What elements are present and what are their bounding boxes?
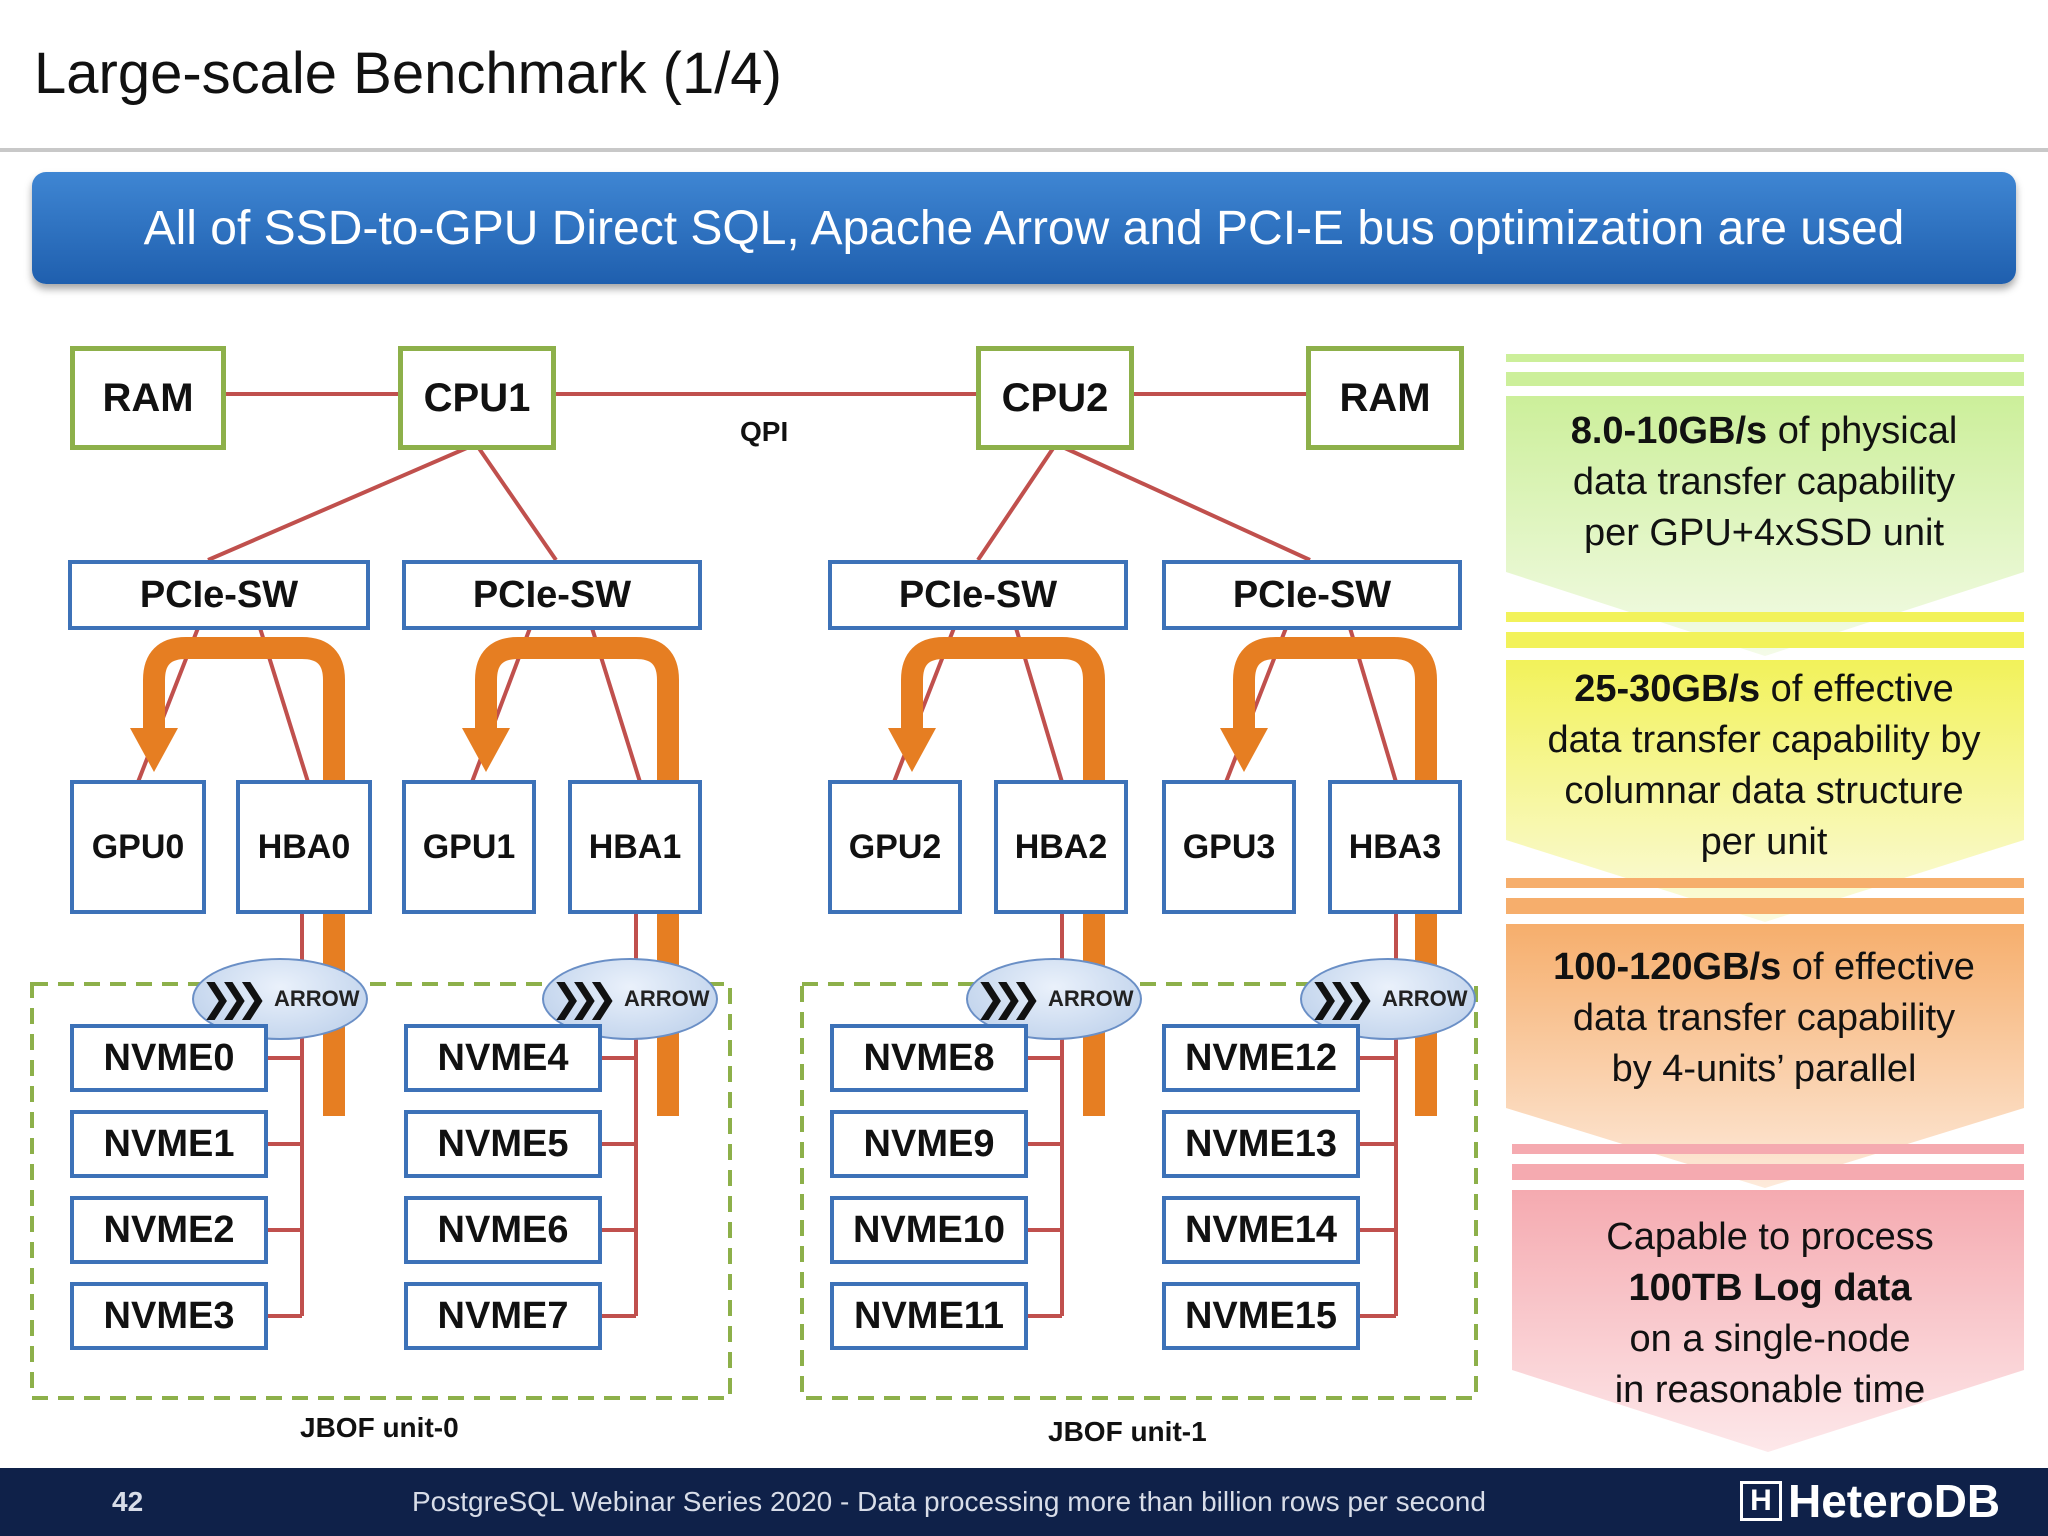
panel-4-line4: in reasonable time — [1614, 1369, 1926, 1411]
panel-1-line3: per GPU+4xSSD unit — [1583, 512, 1945, 554]
arrow-badge-label: ARROW — [273, 986, 360, 1011]
gpu-1-box: GPU1 — [402, 780, 536, 914]
pcie-switch-3: PCIe-SW — [1162, 560, 1462, 630]
arrow-badge-2: ❯❯❯ ARROW — [966, 958, 1142, 1040]
hba-0-box: HBA0 — [236, 780, 372, 914]
panel-3-rest: of effective — [1781, 946, 1975, 988]
side-panel-block-3: 100-120GB/s of effective data transfer c… — [1506, 942, 2022, 1095]
nvme-box: NVME11 — [830, 1282, 1028, 1350]
side-panel-shapes — [1506, 354, 2024, 1452]
panel-1-rest: of physical — [1767, 410, 1958, 452]
panel-4-line1: Capable to process — [1606, 1216, 1934, 1258]
qpi-label: QPI — [740, 416, 789, 447]
ram-left-box: RAM — [70, 346, 226, 450]
nvme-box: NVME15 — [1162, 1282, 1360, 1350]
title-divider — [0, 148, 2048, 152]
arrow-badge-label: ARROW — [1047, 986, 1134, 1011]
chevron-right-icon: ❯❯❯ — [974, 978, 1041, 1020]
panel-4-line3: on a single-node — [1629, 1318, 1911, 1360]
nvme-box: NVME6 — [404, 1196, 602, 1264]
gpu-3-box: GPU3 — [1162, 780, 1296, 914]
panel-2-line4: per unit — [1700, 821, 1828, 863]
nvme-box: NVME7 — [404, 1282, 602, 1350]
nvme-box: NVME10 — [830, 1196, 1028, 1264]
side-panel-block-4: Capable to process 100TB Log data on a s… — [1512, 1212, 2028, 1416]
gpu-0-box: GPU0 — [70, 780, 206, 914]
arrow-badge-label: ARROW — [623, 986, 710, 1011]
panel-1-line2: data transfer capability — [1572, 461, 1956, 503]
cpu1-box: CPU1 — [398, 346, 556, 450]
nvme-box: NVME4 — [404, 1024, 602, 1092]
arrow-badge-3: ❯❯❯ ARROW — [1300, 958, 1476, 1040]
pcie-switch-2: PCIe-SW — [828, 560, 1128, 630]
panel-2-rest: of effective — [1760, 668, 1954, 710]
panel-2-line3: columnar data structure — [1564, 770, 1964, 812]
jbof-unit-0-label: JBOF unit-0 — [300, 1412, 459, 1443]
nvme-box: NVME9 — [830, 1110, 1028, 1178]
nvme-box: NVME5 — [404, 1110, 602, 1178]
heterodb-logo: H HeteroDB — [1740, 1474, 2000, 1528]
panel-1-bold: 8.0-10GB/s — [1570, 410, 1768, 452]
nvme-box: NVME1 — [70, 1110, 268, 1178]
side-panel-block-2: 25-30GB/s of effective data transfer cap… — [1506, 664, 2022, 868]
footer-bar: 42 PostgreSQL Webinar Series 2020 - Data… — [0, 1468, 2048, 1536]
pcie-switch-1: PCIe-SW — [402, 560, 702, 630]
gpu-2-box: GPU2 — [828, 780, 962, 914]
nvme-box: NVME3 — [70, 1282, 268, 1350]
nvme-box: NVME0 — [70, 1024, 268, 1092]
panel-2-bold: 25-30GB/s — [1574, 668, 1761, 710]
panel-3-bold: 100-120GB/s — [1553, 946, 1782, 988]
slide-title: Large-scale Benchmark (1/4) — [34, 41, 782, 106]
nvme-box: NVME14 — [1162, 1196, 1360, 1264]
nvme-box: NVME8 — [830, 1024, 1028, 1092]
logo-mark-icon: H — [1740, 1481, 1782, 1521]
page-number: 42 — [112, 1486, 144, 1517]
panel-3-line3: by 4-units’ parallel — [1611, 1048, 1917, 1090]
nvme-box: NVME12 — [1162, 1024, 1360, 1092]
cpu2-box: CPU2 — [976, 346, 1134, 450]
chevron-right-icon: ❯❯❯ — [550, 978, 617, 1020]
ram-right-box: RAM — [1306, 346, 1464, 450]
footer-caption: PostgreSQL Webinar Series 2020 - Data pr… — [412, 1486, 1486, 1517]
hba-3-box: HBA3 — [1328, 780, 1462, 914]
chevron-right-icon: ❯❯❯ — [1308, 978, 1375, 1020]
nvme-box: NVME2 — [70, 1196, 268, 1264]
panel-4-bold: 100TB Log data — [1628, 1267, 1912, 1309]
jbof-unit-1-label: JBOF unit-1 — [1048, 1416, 1207, 1447]
side-panel-block-1: 8.0-10GB/s of physical data transfer cap… — [1506, 406, 2022, 559]
arrow-badge-label: ARROW — [1381, 986, 1468, 1011]
hba-1-box: HBA1 — [568, 780, 702, 914]
chevron-right-icon: ❯❯❯ — [200, 978, 267, 1020]
pcie-switch-0: PCIe-SW — [68, 560, 370, 630]
nvme-box: NVME13 — [1162, 1110, 1360, 1178]
panel-2-line2: data transfer capability by — [1547, 719, 1981, 761]
panel-3-line2: data transfer capability — [1572, 997, 1956, 1039]
headline-banner: All of SSD-to-GPU Direct SQL, Apache Arr… — [32, 172, 2016, 284]
logo-text: HeteroDB — [1788, 1475, 2001, 1527]
hba-2-box: HBA2 — [994, 780, 1128, 914]
